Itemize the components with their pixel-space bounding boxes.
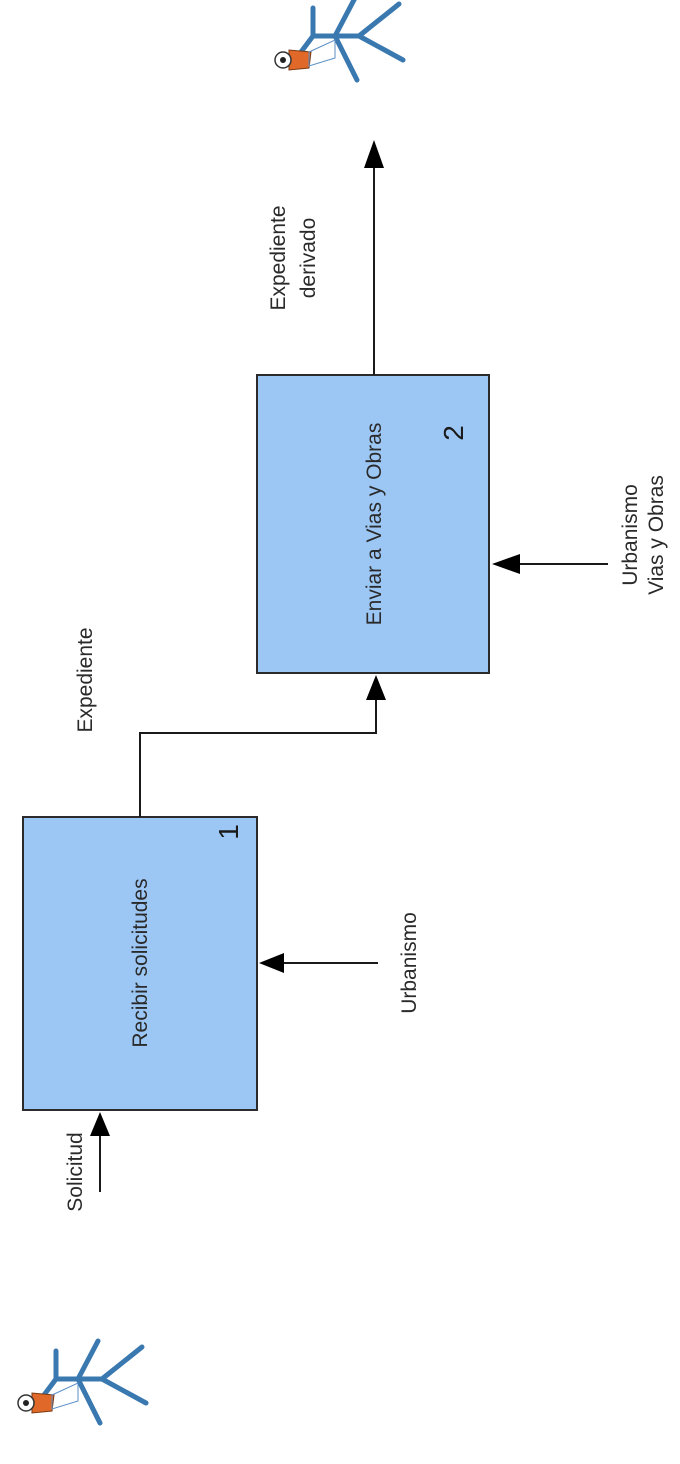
target-actor-icon (274, 0, 406, 83)
flow-label-1-to-2: Expediente (74, 627, 97, 732)
output-arrow (364, 140, 384, 375)
process-label-2: Enviar a Vias y Obras (363, 423, 386, 626)
process-number-2: 2 (438, 425, 469, 441)
flow-arrow-1-to-2 (139, 675, 386, 817)
process-box-1: Recibir solicitudes 1 (22, 816, 258, 1111)
source-actor-icon (17, 1338, 149, 1426)
output-label-line1: Expediente (267, 205, 290, 310)
control-label-1: Urbanismo (398, 912, 421, 1014)
control-arrow-1 (259, 953, 378, 973)
control-label-2-line1: Urbanismo (619, 484, 642, 586)
control-arrow-2 (492, 554, 608, 574)
control-label-2-line2: Vias y Obras (645, 475, 668, 595)
input-arrow (90, 1112, 110, 1192)
process-box-2: Enviar a Vias y Obras 2 (256, 374, 490, 674)
process-label-1: Recibir solicitudes (129, 878, 152, 1047)
input-label: Solicitud (64, 1132, 87, 1211)
output-label-line2: derivado (297, 218, 320, 299)
process-number-1: 1 (213, 824, 244, 840)
